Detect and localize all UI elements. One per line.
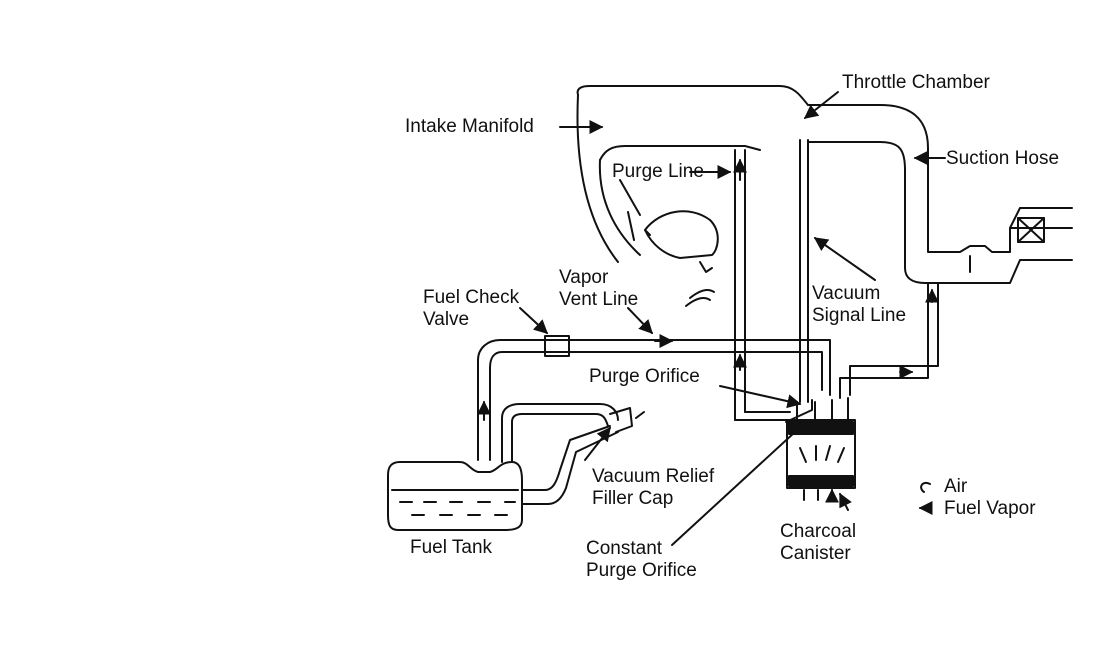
label-vacuum-signal-line-1: Vacuum [812, 283, 881, 304]
throttle-linkage [644, 210, 719, 307]
throttle-chamber-duct [807, 104, 1073, 284]
label-constant-purge-2: Purge Orifice [586, 560, 697, 581]
label-fuel-check-valve-2: Valve [423, 309, 470, 330]
vertical-lines [734, 139, 809, 421]
vapor-vent-line [477, 334, 831, 461]
label-vacuum-relief-1: Vacuum Relief [592, 466, 715, 487]
label-charcoal-canister-1: Charcoal [780, 521, 857, 542]
legend-fuel-vapor: Fuel Vapor [944, 498, 1036, 519]
label-constant-purge-1: Constant [586, 538, 663, 559]
label-fuel-check-valve-1: Fuel Check [423, 287, 520, 308]
label-suction-hose: Suction Hose [946, 148, 1060, 169]
label-purge-orifice: Purge Orifice [589, 366, 700, 387]
label-vapor-vent-line-1: Vapor [559, 267, 609, 288]
label-throttle-chamber: Throttle Chamber [842, 72, 990, 93]
label-fuel-tank: Fuel Tank [410, 537, 493, 558]
intake-manifold-body [576, 85, 809, 263]
label-intake-manifold: Intake Manifold [405, 116, 534, 137]
label-charcoal-canister-2: Canister [780, 543, 851, 564]
legend-air: Air [944, 476, 968, 497]
leader-lines [519, 91, 946, 546]
fuel-tank-shape [387, 403, 645, 531]
label-vacuum-signal-line-2: Signal Line [812, 305, 907, 326]
charcoal-canister-shape [785, 397, 856, 500]
label-vapor-vent-line-2: Vent Line [559, 289, 639, 310]
label-purge-line: Purge Line [612, 161, 704, 182]
label-vacuum-relief-2: Filler Cap [592, 488, 674, 509]
suction-hose-line [839, 282, 939, 399]
